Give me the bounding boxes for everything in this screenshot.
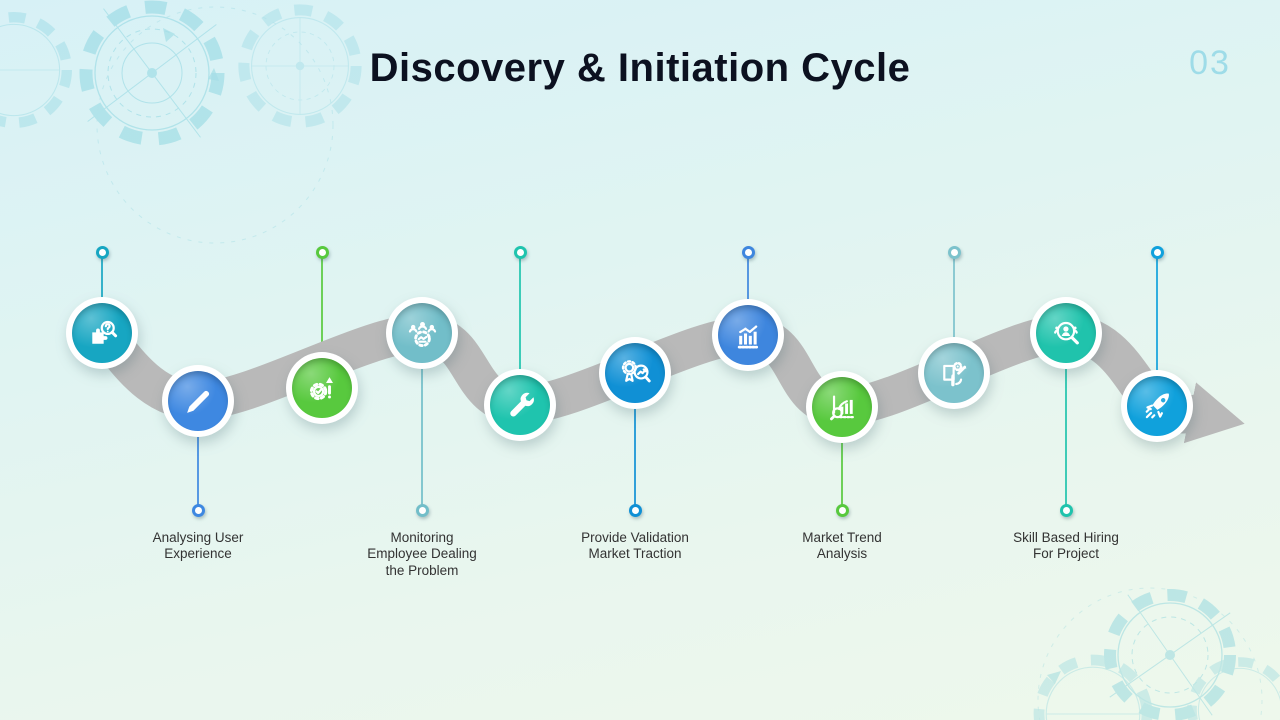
gear-check-warning-icon	[309, 376, 333, 400]
step-label: Analysing User Experience	[152, 530, 244, 562]
step-circle	[806, 371, 878, 443]
connector-line	[634, 373, 636, 510]
connector-dot	[835, 503, 849, 517]
step-label: Monitoring Employee Dealing the Problem	[367, 530, 477, 578]
step-circle-fill	[605, 343, 665, 403]
step-circle	[1030, 297, 1102, 369]
step-circle-fill	[1127, 376, 1187, 436]
rocket-icon	[1145, 392, 1169, 418]
step-circle	[918, 337, 990, 409]
step-circle	[712, 299, 784, 371]
step-circle-fill	[168, 371, 228, 431]
wrench-icon	[509, 392, 534, 416]
prototype-touch-icon	[942, 361, 966, 386]
connector-dot	[1059, 503, 1073, 517]
step-circle	[599, 337, 671, 409]
connector-dot	[741, 245, 755, 259]
step-circle	[66, 297, 138, 369]
connector-dot	[1150, 245, 1164, 259]
badge-search-icon	[621, 359, 651, 382]
connector-line	[953, 252, 955, 373]
person-search-icon	[1053, 321, 1079, 344]
puzzle-search-icon	[91, 320, 117, 344]
connector-line	[197, 401, 199, 510]
search-chart-icon	[829, 394, 854, 420]
connector-line	[101, 252, 103, 333]
step-circle-fill	[924, 343, 984, 403]
connector-dot	[315, 245, 329, 259]
bar-chart-trend-icon	[737, 324, 758, 349]
step-circle-fill	[392, 303, 452, 363]
step-label: Market Trend Analysis	[802, 530, 882, 562]
connector-line	[747, 252, 749, 335]
step-circle-fill	[812, 377, 872, 437]
page-title: Discovery & Initiation Cycle	[369, 46, 911, 90]
connector-dot	[95, 245, 109, 259]
step-circle	[386, 297, 458, 369]
step-circle	[484, 369, 556, 441]
step-circle	[162, 365, 234, 437]
step-label: Provide Validation Market Traction	[581, 530, 689, 562]
step-circle-fill	[718, 305, 778, 365]
step-circle-fill	[490, 375, 550, 435]
step-label: Skill Based Hiring For Project	[1013, 530, 1119, 562]
step-circle-fill	[1036, 303, 1096, 363]
connector-dot	[513, 245, 527, 259]
connector-dot	[628, 503, 642, 517]
connector-dot	[415, 503, 429, 517]
page-number: 03	[1189, 44, 1231, 82]
step-circle	[1121, 370, 1193, 442]
step-circle-fill	[292, 358, 352, 418]
pencil-icon	[186, 390, 209, 413]
team-handshake-icon	[408, 321, 436, 347]
connector-dot	[947, 245, 961, 259]
connector-line	[841, 407, 843, 510]
step-circle	[286, 352, 358, 424]
step-circle-fill	[72, 303, 132, 363]
connector-dot	[191, 503, 205, 517]
